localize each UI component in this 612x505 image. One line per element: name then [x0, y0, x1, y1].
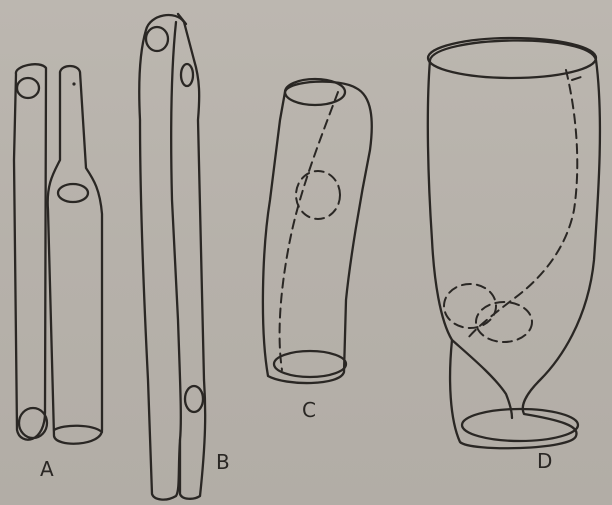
specimen-b-inner-line: [171, 22, 181, 440]
specimen-b-top-split: [178, 14, 186, 24]
specimen-a-right-end: [54, 426, 102, 432]
specimen-d-bottom-rim: [462, 409, 578, 441]
specimen-b: [139, 14, 205, 500]
specimen-c-dashed-pit: [296, 171, 340, 219]
specimen-a-right-pit: [58, 184, 88, 202]
specimen-b-upper-pit: [181, 64, 193, 86]
specimen-c: [263, 79, 372, 383]
specimen-d-dashed-edge: [572, 76, 584, 80]
specimen-b-top-pit: [146, 27, 168, 51]
specimen-b-lower-pit: [185, 386, 203, 412]
specimen-a-left-tube: [14, 64, 46, 439]
specimen-a-left-top-pit: [17, 78, 39, 98]
specimen-a: [14, 64, 102, 443]
specimen-c-dashed-path: [280, 92, 338, 370]
label-b: B: [216, 452, 230, 472]
specimen-d: [428, 38, 600, 448]
label-d: D: [537, 451, 552, 471]
label-a: A: [40, 459, 54, 479]
specimen-d-dashed-path: [468, 70, 577, 338]
specimen-c-bottom-rim: [274, 351, 346, 377]
specimen-d-outline: [428, 40, 600, 448]
specimen-d-appendix: [452, 340, 512, 418]
specimen-a-dot: [72, 82, 75, 85]
specimen-a-right-tube: [48, 66, 102, 444]
specimen-d-top-rim: [428, 38, 596, 78]
label-c: C: [302, 400, 316, 420]
